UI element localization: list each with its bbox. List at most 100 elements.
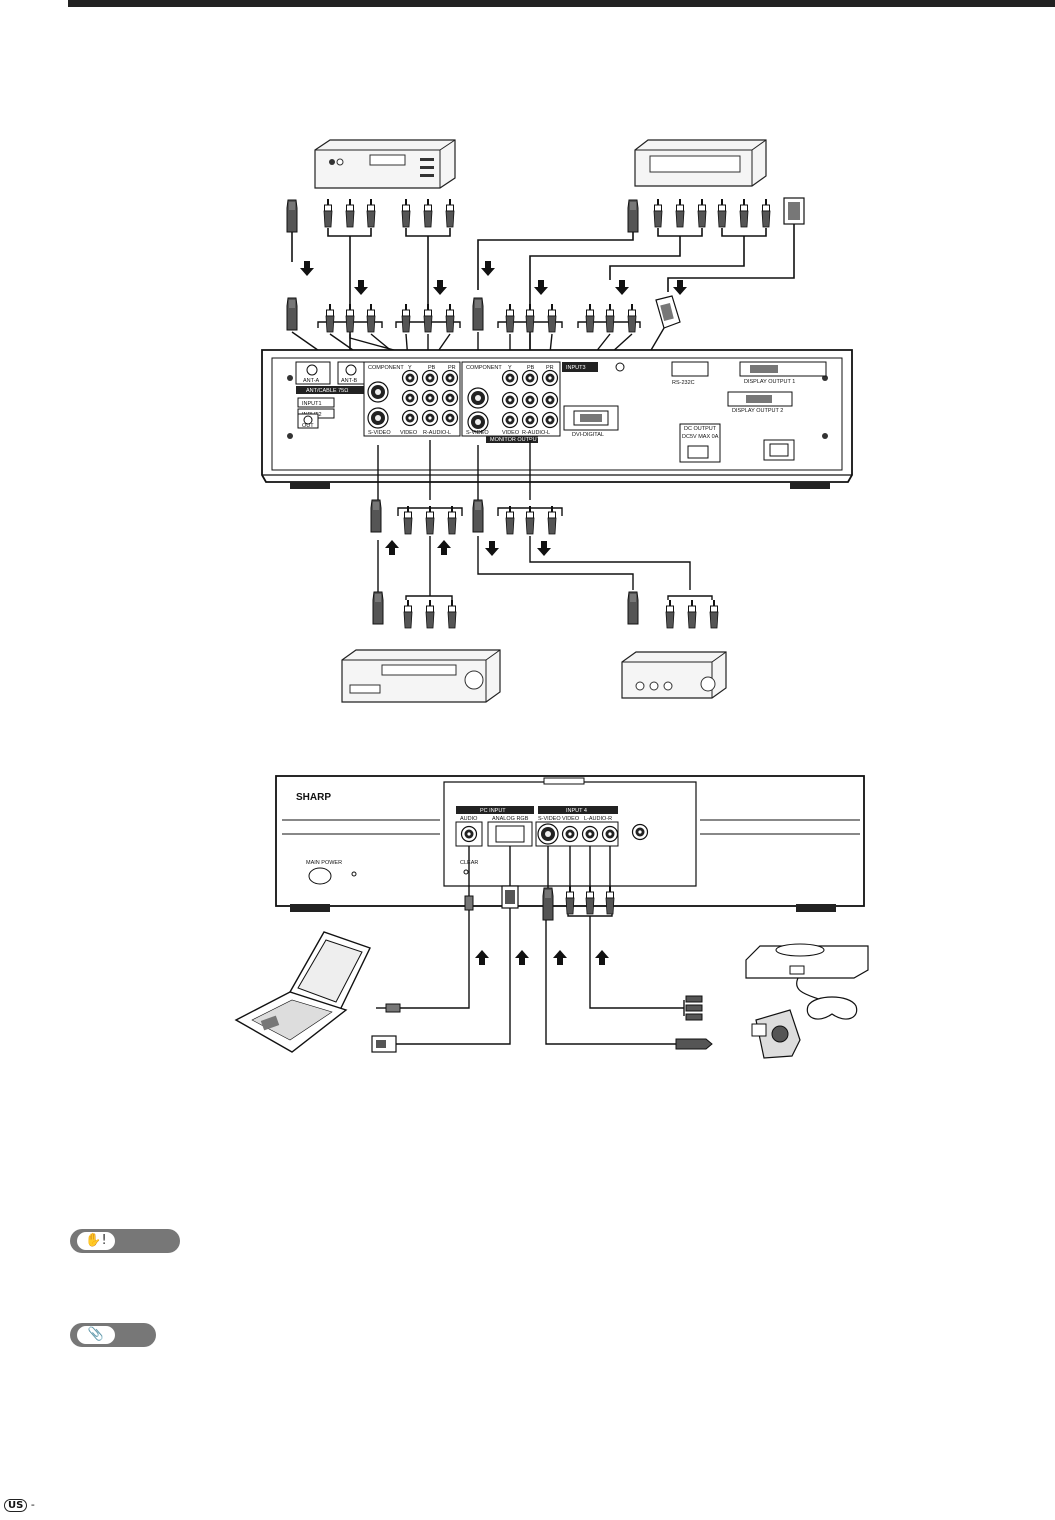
arrow-up-icon (595, 950, 609, 965)
headphone-jack[interactable] (631, 823, 649, 841)
video-jack-2[interactable] (401, 409, 419, 427)
video-jack-4[interactable] (501, 411, 519, 429)
front-audio-l-jack[interactable] (581, 825, 599, 843)
rs232c-label[interactable]: RS-232C (672, 380, 695, 386)
audio-r-jack-2[interactable] (421, 409, 439, 427)
video-jack-1[interactable] (401, 389, 419, 407)
back-component-plugs-2 (497, 303, 563, 333)
back-dvi-plug (655, 295, 681, 329)
top-rule (68, 0, 1055, 7)
amp-svideo-plug (627, 591, 639, 625)
y-label-2: Y (508, 365, 512, 371)
pr-label-1: PR (448, 365, 456, 371)
caution-badge: ✋! (70, 1229, 180, 1253)
audio-l-jack-3[interactable] (541, 391, 559, 409)
front-rgb-plug (501, 885, 519, 909)
component2-pb-jack[interactable] (521, 369, 539, 387)
display-output-2-label[interactable]: DISPLAY OUTPUT 2 (732, 408, 783, 414)
input3-label: INPUT3 (566, 365, 586, 371)
main-power-button[interactable] (308, 867, 332, 885)
set-top-box-device (634, 139, 767, 187)
vcr-device (341, 649, 501, 703)
back-svideo-plug-1 (286, 297, 298, 331)
amp-output-rca-plugs (497, 505, 563, 535)
component2-y-jack[interactable] (501, 369, 519, 387)
back-svideo-plug-2 (472, 297, 484, 331)
analog-rgb-port[interactable] (495, 825, 525, 843)
front-video-jack[interactable] (561, 825, 579, 843)
amp-rca-plugs (665, 599, 719, 629)
footer-dash: - (30, 1498, 35, 1511)
note-badge: 📎 (70, 1323, 156, 1347)
svideo-jack-input2[interactable] (367, 407, 389, 429)
stb-rca-plugs (653, 198, 771, 228)
component-y-jack[interactable] (401, 369, 419, 387)
power-indicator-led (351, 871, 357, 877)
audio-r-jack-4[interactable] (521, 411, 539, 429)
raised-hand-caution-icon: ✋! (76, 1231, 116, 1251)
arrow-up-icon (385, 540, 399, 555)
front-svideo-plug (542, 887, 554, 921)
front-audio-label: AUDIO (460, 816, 478, 822)
dvd-audio-plugs (401, 198, 455, 228)
vcr-rca-plugs (403, 599, 457, 629)
audio-l-jack-4[interactable] (541, 411, 559, 429)
y-label-1: Y (408, 365, 412, 371)
front-audio-mini-plug (464, 895, 474, 911)
display-output-1-label[interactable]: DISPLAY OUTPUT 1 (744, 379, 795, 385)
audio-r-jack-1[interactable] (421, 389, 439, 407)
pc-audio-jack[interactable] (460, 825, 478, 843)
r-audio-l-label-1: R-AUDIO-L (423, 430, 451, 436)
video-label-1: VIDEO (400, 430, 418, 436)
audio-l-jack-1[interactable] (441, 389, 459, 407)
vcr-svideo-plug (372, 591, 384, 625)
dvd-component-plugs (323, 198, 376, 228)
clear-button[interactable] (463, 869, 469, 875)
component2-pr-jack[interactable] (541, 369, 559, 387)
out-label: OUT (302, 423, 314, 429)
component-label-1: COMPONENT (368, 365, 404, 371)
front-s-video-label: S-VIDEO (538, 816, 561, 822)
front-audio-r-jack[interactable] (601, 825, 619, 843)
camcorder-rca-plugs (683, 995, 703, 1021)
component-pb-jack[interactable] (421, 369, 439, 387)
dc-output-spec: DC5V MAX 0A (682, 434, 719, 440)
arrow-down-icon (354, 280, 368, 295)
component-pr-jack[interactable] (441, 369, 459, 387)
arrow-down-icon (433, 280, 447, 295)
camcorder-device (751, 1009, 801, 1059)
input4-label: INPUT 4 (566, 808, 587, 814)
front-svideo-jack[interactable] (537, 823, 559, 845)
input1-label: INPUT1 (302, 401, 322, 407)
game-console-device (745, 943, 869, 1020)
video-label-2: VIDEO (502, 430, 520, 436)
video-jack-3[interactable] (501, 391, 519, 409)
dvd-svideo-plug (286, 199, 298, 233)
front-video-label: VIDEO (562, 816, 580, 822)
dvi-digital-label: DVI-DIGITAL (572, 432, 604, 438)
audio-l-jack-2[interactable] (441, 409, 459, 427)
svideo-jack-input3[interactable] (467, 387, 489, 409)
back-panel: ANT-A ANT-B ANT/CABLE 75Ω INPUT1 INPUT2 … (261, 349, 853, 489)
camcorder-svideo-plug (675, 1038, 713, 1050)
pc-input-label: PC INPUT (480, 808, 506, 814)
back-audio-plugs-2 (577, 303, 641, 333)
arrow-down-icon (300, 261, 314, 276)
monitor-output-label: MONITOR OUTPUT (490, 437, 541, 443)
ant-b-label: ANT-B (341, 378, 358, 384)
svideo-jack-input1[interactable] (367, 381, 389, 403)
region-badge: US (4, 1499, 28, 1512)
audio-r-jack-3[interactable] (521, 391, 539, 409)
back-component-plugs-1 (317, 303, 383, 333)
arrow-down-icon (485, 541, 499, 556)
svideo-jack-monitor-out[interactable] (467, 411, 489, 433)
ant-a-label: ANT-A (303, 378, 320, 384)
component-label-2: COMPONENT (466, 365, 502, 371)
pb-label-2: PB (527, 365, 535, 371)
s-video-label-1: S-VIDEO (368, 430, 391, 436)
pb-label-1: PB (428, 365, 436, 371)
sharp-logo: SHARP (296, 792, 331, 803)
laptop-device (234, 931, 371, 1053)
dc-output-label: DC OUTPUT (684, 426, 717, 432)
